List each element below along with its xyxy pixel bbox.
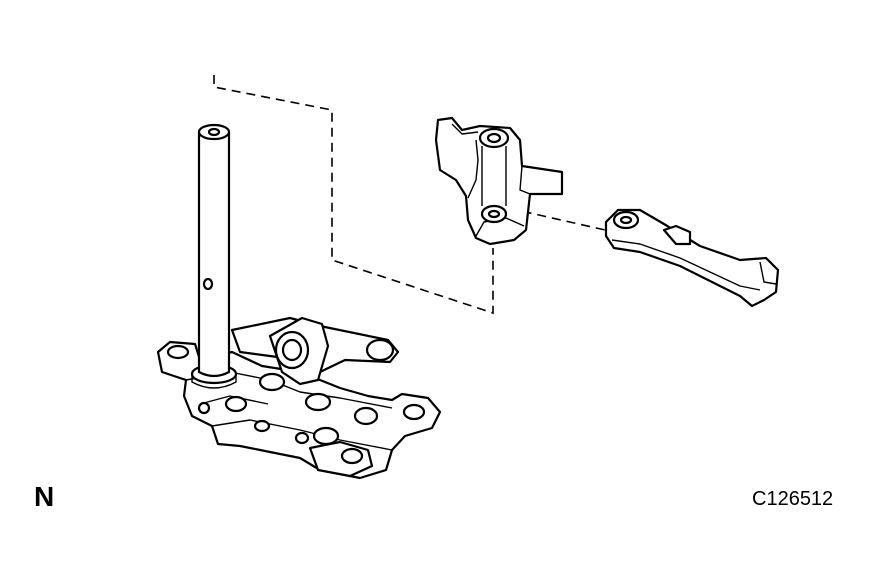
alignment-dashed-line <box>213 75 494 315</box>
shift-shaft <box>197 123 231 378</box>
housing-assembly <box>156 316 442 480</box>
shift-arm <box>604 208 780 308</box>
figure-code: C126512 <box>752 488 834 510</box>
view-direction-marker: N <box>34 481 55 512</box>
shift-bracket <box>434 116 564 246</box>
